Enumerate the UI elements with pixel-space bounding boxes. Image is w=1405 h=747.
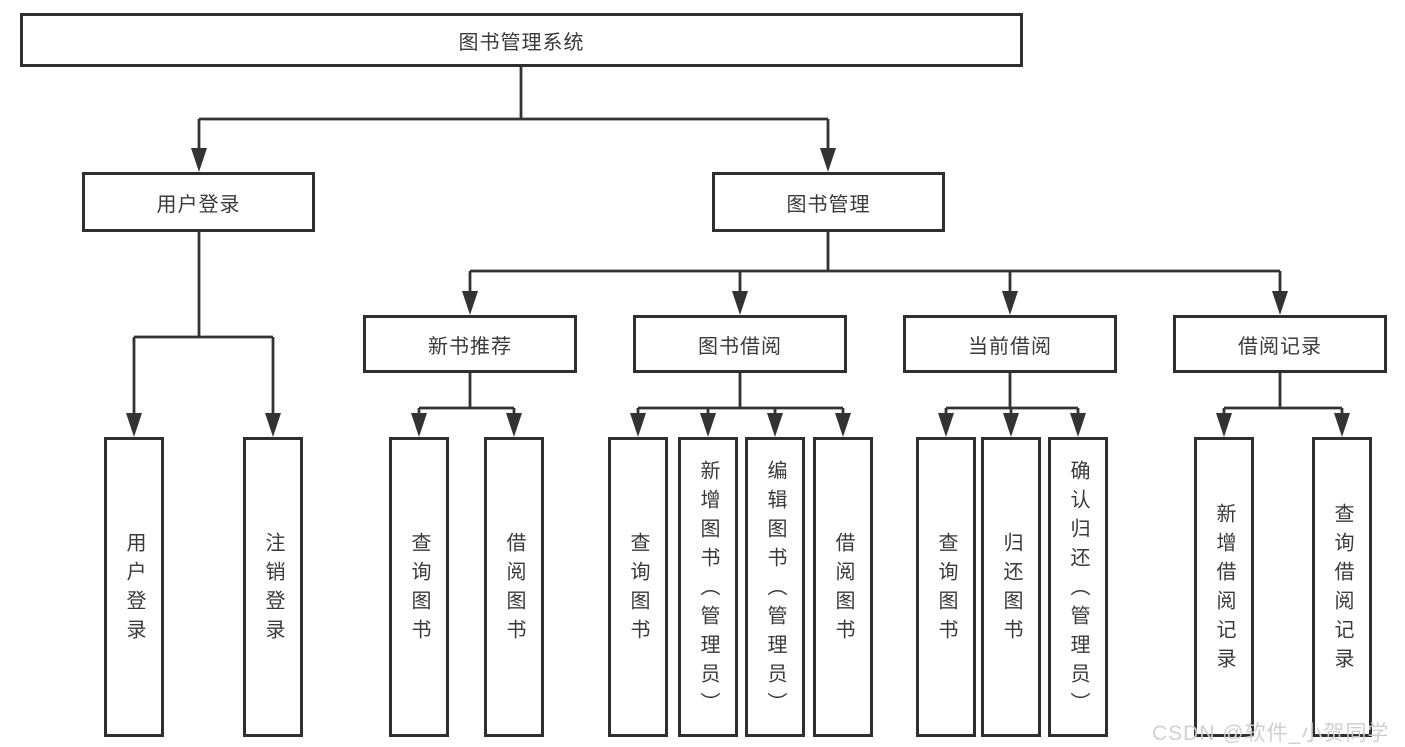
leaf-query-books-borrowing: 查询图书 — [608, 437, 668, 737]
arrowhead-icon — [506, 413, 522, 437]
leaf-add-borrow-record: 新增借阅记录 — [1194, 437, 1254, 737]
leaf-query-books-current: 查询图书 — [916, 437, 976, 737]
leaf-logout-login: 注销登录 — [243, 437, 303, 737]
arrowhead-icon — [1334, 413, 1350, 437]
node-book-borrowing: 图书借阅 — [633, 315, 847, 373]
arrowhead-icon — [767, 413, 783, 437]
arrowhead-icon — [1272, 291, 1288, 315]
node-library-management-system: 图书管理系统 — [20, 13, 1023, 67]
arrowhead-icon — [265, 413, 281, 437]
leaf-confirm-return-admin: 确认归还（管理员） — [1048, 437, 1108, 737]
leaf-query-borrow-record: 查询借阅记录 — [1312, 437, 1372, 737]
node-borrowing-records: 借阅记录 — [1173, 315, 1387, 373]
node-book-management: 图书管理 — [712, 172, 945, 232]
arrowhead-icon — [820, 148, 836, 172]
leaf-return-books: 归还图书 — [981, 437, 1041, 737]
leaf-borrow-books-borrowing: 借阅图书 — [813, 437, 873, 737]
leaf-user-login: 用户登录 — [104, 437, 164, 737]
node-current-borrowing: 当前借阅 — [903, 315, 1117, 373]
node-user-login: 用户登录 — [82, 172, 315, 232]
leaf-edit-books-admin: 编辑图书（管理员） — [745, 437, 805, 737]
arrowhead-icon — [732, 291, 748, 315]
arrowhead-icon — [835, 413, 851, 437]
arrowhead-icon — [1070, 413, 1086, 437]
arrowhead-icon — [1002, 291, 1018, 315]
arrowhead-icon — [1003, 413, 1019, 437]
arrowhead-icon — [700, 413, 716, 437]
arrowhead-icon — [1216, 413, 1232, 437]
arrowhead-icon — [938, 413, 954, 437]
arrowhead-icon — [630, 413, 646, 437]
leaf-query-books-newbook: 查询图书 — [389, 437, 449, 737]
leaf-add-books-admin: 新增图书（管理员） — [678, 437, 738, 737]
arrowhead-icon — [191, 148, 207, 172]
arrowheads — [126, 148, 1350, 437]
arrowhead-icon — [462, 291, 478, 315]
leaf-borrow-books-newbook: 借阅图书 — [484, 437, 544, 737]
csdn-watermark: CSDN @软件_小贺同学 — [1152, 722, 1390, 745]
arrowhead-icon — [411, 413, 427, 437]
node-new-book-recommend: 新书推荐 — [363, 315, 577, 373]
arrowhead-icon — [126, 413, 142, 437]
